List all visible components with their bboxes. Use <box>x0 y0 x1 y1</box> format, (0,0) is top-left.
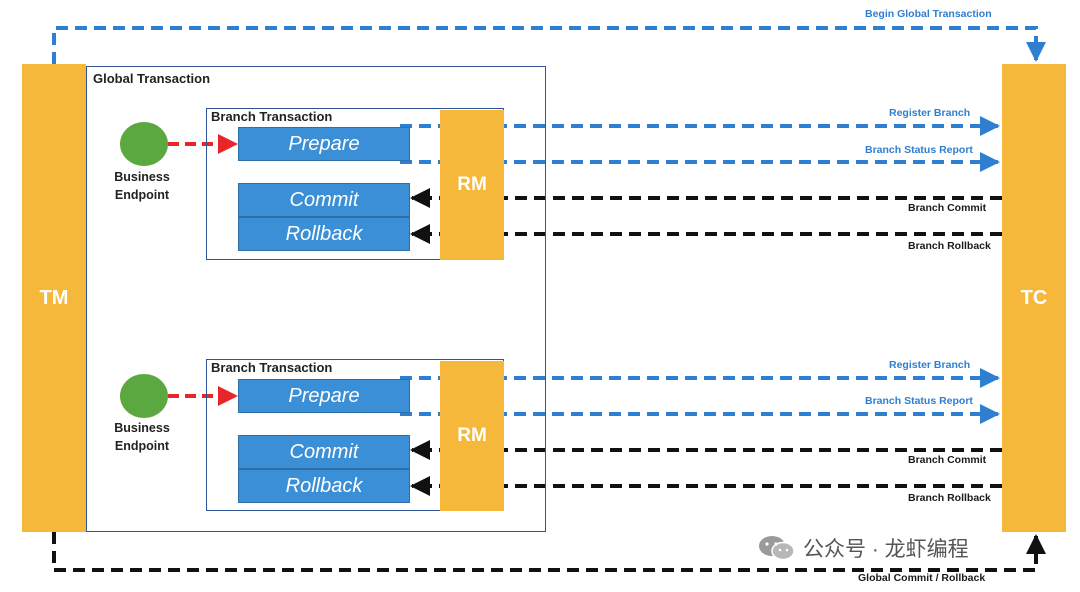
branch-transaction-label: Branch Transaction <box>211 109 333 124</box>
prepare-box: Prepare <box>238 127 410 161</box>
commit-box: Commit <box>238 183 410 217</box>
branch-commit-label: Branch Commit <box>908 202 987 214</box>
commit-box: Commit <box>238 435 410 469</box>
business-endpoint-node <box>120 374 168 418</box>
business-endpoint-label: Business Endpoint <box>114 421 170 453</box>
commit-label: Commit <box>289 188 359 211</box>
branch-rollback-label: Branch Rollback <box>908 240 991 252</box>
tm-label: TM <box>39 286 69 309</box>
rm-label: RM <box>457 174 487 195</box>
branch-commit-label: Branch Commit <box>908 454 987 466</box>
tc-label: TC <box>1020 286 1048 309</box>
rollback-box: Rollback <box>238 217 410 251</box>
tc-bar: TC <box>1002 64 1066 532</box>
rm-box: RM <box>440 361 504 511</box>
global-commit-rollback-label: Global Commit / Rollback <box>858 572 986 584</box>
rm-box: RM <box>440 110 504 260</box>
begin-global-transaction-label: Begin Global Transaction <box>865 8 992 20</box>
begin-global-transaction-arrow <box>52 26 1046 64</box>
wechat-icon <box>757 534 797 562</box>
rollback-box: Rollback <box>238 469 410 503</box>
branch-status-report-label: Branch Status Report <box>865 395 973 407</box>
watermark-text: 公众号 · 龙虾编程 <box>803 538 969 561</box>
business-endpoint-node <box>120 122 168 166</box>
business-endpoint-label: Business Endpoint <box>114 170 170 202</box>
rm-label: RM <box>457 425 487 446</box>
branch-transaction-label: Branch Transaction <box>211 360 333 375</box>
prepare-box: Prepare <box>238 379 410 413</box>
rollback-label: Rollback <box>285 474 363 497</box>
prepare-label: Prepare <box>288 132 360 155</box>
global-transaction-frame <box>86 66 546 532</box>
global-commit-rollback-arrow <box>52 532 1046 572</box>
global-transaction-label: Global Transaction <box>93 71 211 86</box>
commit-label: Commit <box>289 440 359 463</box>
prepare-label: Prepare <box>288 384 360 407</box>
branch-status-report-label: Branch Status Report <box>865 144 973 156</box>
rollback-label: Rollback <box>285 222 363 245</box>
watermark: 公众号 · 龙虾编程 <box>757 533 969 563</box>
register-branch-label: Register Branch <box>889 107 971 119</box>
tm-bar: TM <box>22 64 86 532</box>
branch-rollback-label: Branch Rollback <box>908 492 991 504</box>
register-branch-label: Register Branch <box>889 359 971 371</box>
